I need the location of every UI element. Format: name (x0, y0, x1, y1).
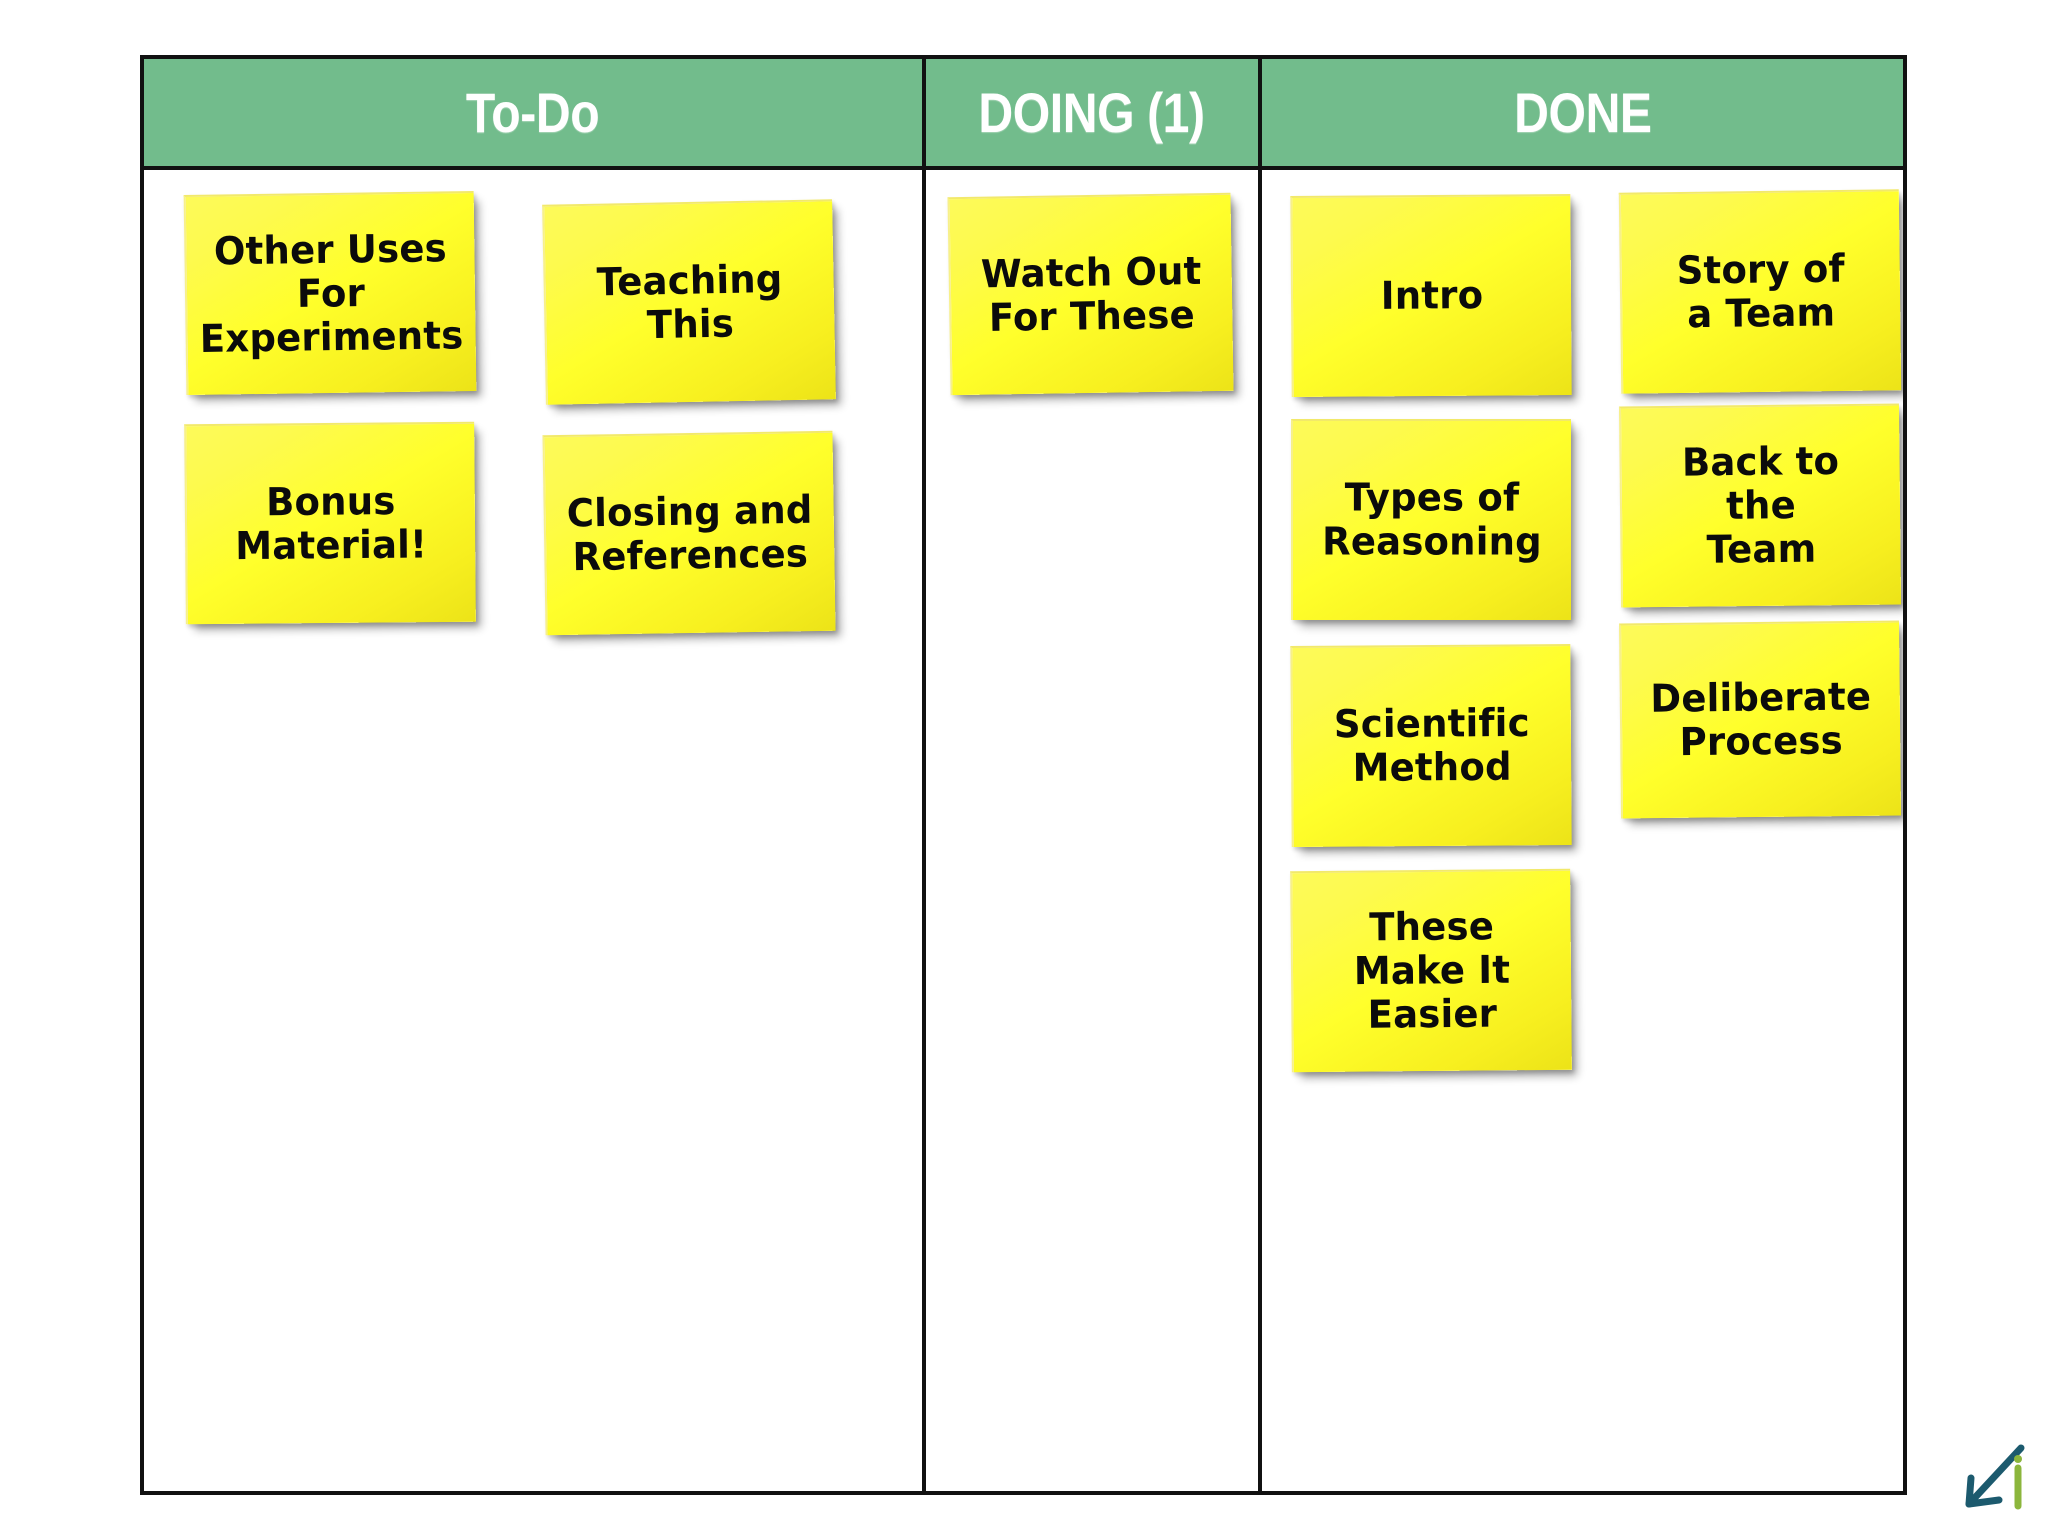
column-doing[interactable]: Watch Out For These (922, 170, 1258, 1491)
column-header-title-doing: DOING (1) (978, 80, 1206, 144)
board-columns: Other Uses For Experiments Teaching This… (144, 170, 1903, 1491)
sticky-note-text: Other Uses For Experiments (199, 225, 464, 362)
sticky-note-text: Intro (1380, 273, 1484, 319)
brand-logo (1955, 1438, 2033, 1518)
column-done[interactable]: Intro Story of a Team Types of Reasoning… (1258, 170, 1903, 1491)
sticky-note[interactable]: These Make It Easier (1290, 868, 1572, 1073)
column-header-title-todo: To-Do (466, 80, 600, 144)
sticky-note-text: These Make It Easier (1353, 904, 1511, 1038)
sticky-note[interactable]: Intro (1290, 194, 1572, 397)
sticky-note-text: Back to the Team (1681, 438, 1840, 573)
sticky-note[interactable]: Bonus Material! (184, 421, 476, 625)
sticky-note[interactable]: Watch Out For These (947, 192, 1234, 396)
sticky-note[interactable]: Deliberate Process (1618, 620, 1902, 819)
column-header-todo[interactable]: To-Do (144, 59, 922, 166)
sticky-note-text: Scientific Method (1333, 700, 1530, 791)
sticky-note-text: Bonus Material! (235, 478, 428, 569)
sticky-note-text: Story of a Team (1676, 246, 1846, 338)
column-header-doing[interactable]: DOING (1) (922, 59, 1258, 166)
sticky-note-text: Types of Reasoning (1322, 475, 1542, 565)
sticky-note[interactable]: Other Uses For Experiments (183, 190, 477, 396)
sticky-note[interactable]: Story of a Team (1618, 189, 1902, 394)
sticky-note-text: Watch Out For These (980, 248, 1202, 341)
sticky-note[interactable]: Closing and References (542, 430, 836, 636)
brand-logo-icon (1965, 1444, 2025, 1510)
column-todo[interactable]: Other Uses For Experiments Teaching This… (144, 170, 922, 1491)
sticky-note-text: Deliberate Process (1650, 674, 1872, 766)
sticky-note[interactable]: Teaching This (542, 199, 836, 405)
column-header-done[interactable]: DONE (1258, 59, 1903, 166)
kanban-board: To-Do DOING (1) DONE Other Uses For Expe… (140, 55, 1907, 1495)
sticky-note[interactable]: Types of Reasoning (1291, 419, 1571, 620)
sticky-note[interactable]: Scientific Method (1290, 644, 1572, 847)
column-header-title-done: DONE (1513, 80, 1652, 144)
sticky-note[interactable]: Back to the Team (1618, 403, 1902, 608)
sticky-note-text: Closing and References (566, 487, 813, 580)
sticky-note-text: Teaching This (596, 256, 783, 348)
board-header-row: To-Do DOING (1) DONE (144, 59, 1903, 170)
